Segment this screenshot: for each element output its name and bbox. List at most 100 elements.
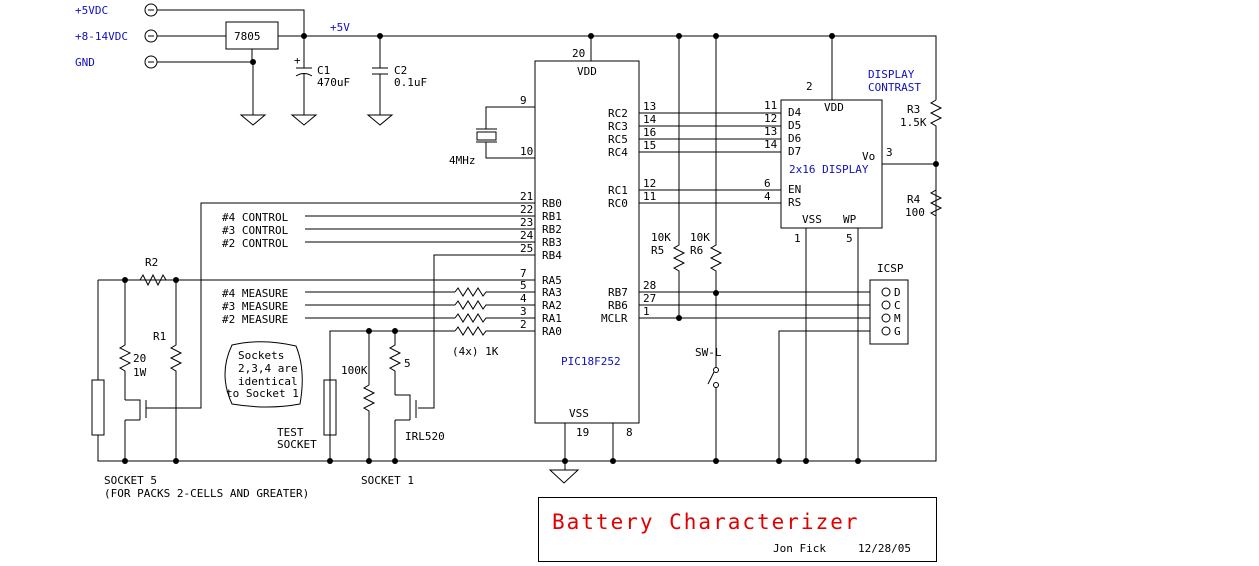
lcd-display: 2 VDD 2x16 DISPLAY Vo 3 VSS WP 1 5 D4 D5…	[764, 36, 943, 461]
svg-text:19: 19	[576, 426, 589, 439]
title-block: Battery Characterizer Jon Fick 12/28/05	[538, 497, 937, 562]
svg-text:5: 5	[846, 232, 853, 245]
regulator-label: 7805	[234, 30, 261, 43]
pic-pin-name: RA2	[542, 299, 562, 312]
pic-pin-name: RC2	[608, 107, 628, 120]
svg-text:10K: 10K	[690, 231, 710, 244]
label-meas3: #3 MEASURE	[222, 300, 288, 313]
svg-text:R3: R3	[907, 103, 920, 116]
svg-text:2: 2	[806, 80, 813, 93]
label-8-14vdc: +8-14VDC	[75, 30, 128, 43]
pic-pin-number: 4	[520, 292, 527, 305]
c1-value: 470uF	[317, 76, 350, 89]
title-text: Battery Characterizer	[552, 510, 860, 534]
pic-pin-number: 1	[643, 305, 650, 318]
pic-pin-number: 7	[520, 267, 527, 280]
svg-text:CONTRAST: CONTRAST	[868, 81, 921, 94]
c2-value: 0.1uF	[394, 76, 427, 89]
socket1-label: SOCKET 1	[361, 474, 414, 487]
svg-text:8: 8	[626, 426, 633, 439]
svg-text:R1: R1	[153, 330, 166, 343]
svg-text:20: 20	[133, 352, 146, 365]
label-meas2: #2 MEASURE	[222, 313, 288, 326]
svg-text:12: 12	[764, 112, 777, 125]
svg-text:WP: WP	[843, 213, 857, 226]
pic-pin-name: RA0	[542, 325, 562, 338]
pic-pin-name: RA3	[542, 286, 562, 299]
svg-text:+: +	[294, 54, 301, 67]
svg-text:VSS: VSS	[802, 213, 822, 226]
pic-pin-number: 16	[643, 126, 656, 139]
label-meas4: #4 MEASURE	[222, 287, 288, 300]
socket5-note: (FOR PACKS 2-CELLS AND GREATER)	[104, 487, 309, 500]
svg-text:1: 1	[794, 232, 801, 245]
reset-icsp: 10K R5 10K R6 SW-L ICSP D C M G	[639, 36, 909, 461]
svg-text:RS: RS	[788, 196, 801, 209]
svg-text:R5: R5	[651, 244, 664, 257]
fet-label: IRL520	[405, 430, 445, 443]
pic-pin-name: RC0	[608, 197, 628, 210]
pic-pin-number: 22	[520, 203, 533, 216]
svg-text:20: 20	[572, 47, 585, 60]
pic-pin-name: RB3	[542, 236, 562, 249]
switch-label: SW-L	[695, 346, 722, 359]
socket5	[91, 379, 105, 436]
pic-pin-name: RB6	[608, 299, 628, 312]
pic-pin-number: 2	[520, 318, 527, 331]
rnet-label: (4x) 1K	[452, 345, 499, 358]
pic-pin-name: RC3	[608, 120, 628, 133]
pic-pin-number: 5	[520, 279, 527, 292]
c2-name: C2	[394, 64, 407, 77]
svg-text:R2: R2	[145, 256, 158, 269]
pic-pin-number: 28	[643, 279, 656, 292]
svg-text:10K: 10K	[651, 231, 671, 244]
pic-pin-name: RB0	[542, 197, 562, 210]
pic-left-pins: 91021RB022RB123RB224RB325RB47RA55RA34RA2…	[520, 94, 562, 338]
pic-pin-number: 14	[643, 113, 657, 126]
pic-pin-name: RB2	[542, 223, 562, 236]
rail-5v-label: +5V	[330, 21, 350, 34]
power-input: +5VDC +8-14VDC GND 7805 +5V + C1 470uF C…	[75, 3, 937, 126]
pic-pin-name: RC5	[608, 133, 628, 146]
crystal-label: 4MHz	[449, 154, 476, 167]
svg-text:11: 11	[764, 99, 777, 112]
pic-vss: VSS	[569, 407, 589, 420]
svg-text:100K: 100K	[341, 364, 368, 377]
pic-pin-number: 9	[520, 94, 527, 107]
pic-pin-number: 3	[520, 305, 527, 318]
pic-pin-name: RC1	[608, 184, 628, 197]
svg-text:D7: D7	[788, 145, 801, 158]
signal-lines: #4 CONTROL #3 CONTROL #2 CONTROL #4 MEAS…	[122, 202, 535, 461]
svg-text:Vo: Vo	[862, 150, 875, 163]
svg-text:EN: EN	[788, 183, 801, 196]
pic-lcd-bus	[639, 112, 781, 204]
svg-text:M: M	[894, 312, 901, 325]
svg-text:C: C	[894, 299, 901, 312]
socket5-label: SOCKET 5	[104, 474, 157, 487]
date-text: 12/28/05	[858, 542, 911, 555]
pic-pin-number: 21	[520, 190, 533, 203]
svg-text:G: G	[894, 325, 901, 338]
svg-text:13: 13	[764, 125, 777, 138]
pic-pin-number: 27	[643, 292, 656, 305]
pic-pin-name: MCLR	[601, 312, 628, 325]
svg-text:5: 5	[404, 357, 411, 370]
socket5-section: R2 20 1W R1 SOCKET 5 (FOR PACKS 2-CELLS …	[91, 256, 330, 500]
svg-text:D6: D6	[788, 132, 801, 145]
pic-pin-name: RB4	[542, 249, 562, 262]
svg-text:SOCKET: SOCKET	[277, 438, 317, 451]
pic-mcu: 20 VDD VSS 19 8 PIC18F252 91021RB022RB12…	[520, 36, 937, 484]
pic-pin-number: 24	[520, 229, 534, 242]
c1-name: C1	[317, 64, 330, 77]
pic-pin-name: RB7	[608, 286, 628, 299]
svg-text:6: 6	[764, 177, 771, 190]
svg-text:D4: D4	[788, 106, 802, 119]
pic-vdd: VDD	[577, 65, 597, 78]
pic-pin-number: 23	[520, 216, 533, 229]
icsp-header	[869, 279, 909, 345]
pic-pin-name: RC4	[608, 146, 628, 159]
pic-name: PIC18F252	[561, 355, 621, 368]
svg-text:3: 3	[886, 146, 893, 159]
svg-text:4: 4	[764, 190, 771, 203]
